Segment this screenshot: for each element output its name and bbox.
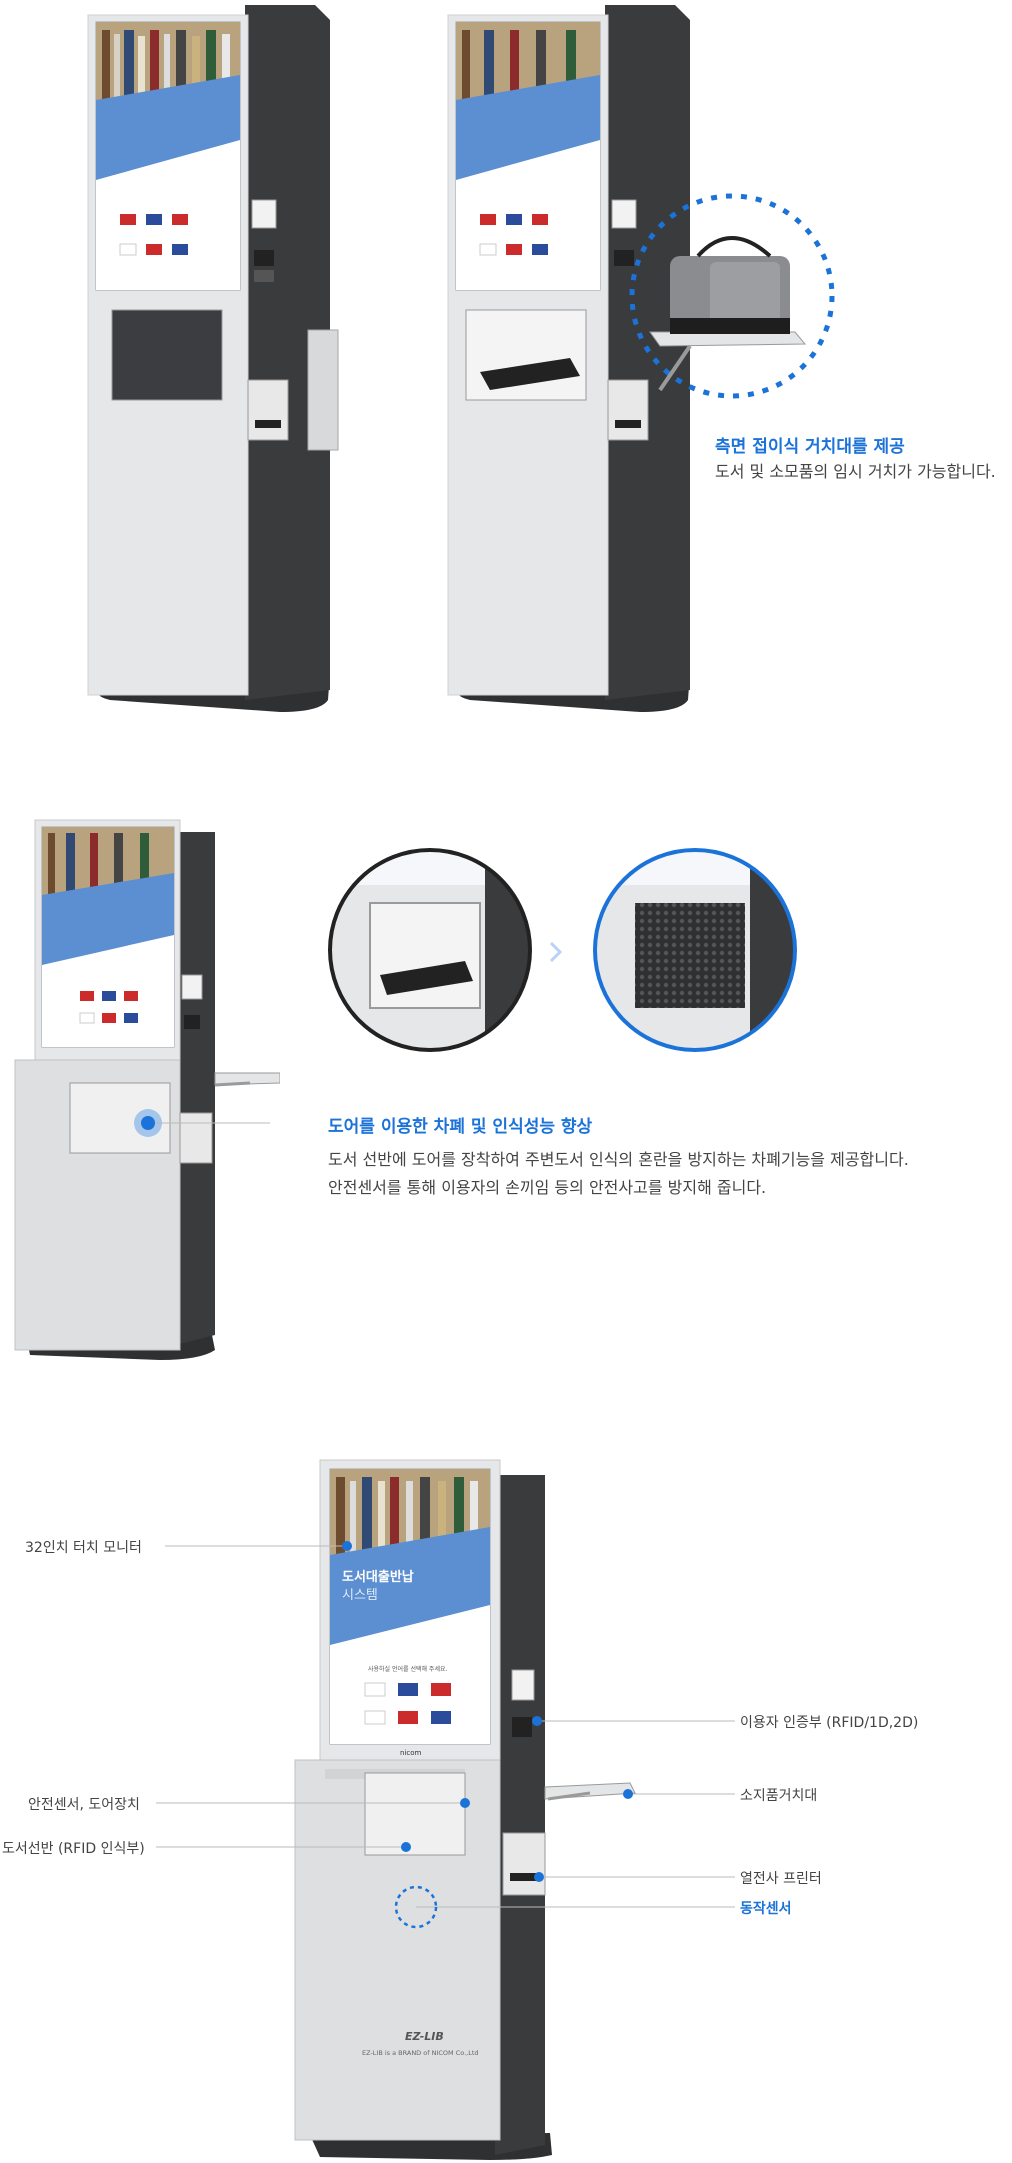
chevron-right-icon [549, 941, 563, 963]
section2-title: 도어를 이용한 차폐 및 인식성능 향상 [328, 1117, 593, 1137]
kiosk-annotated-illustration: 도서대출반납 시스템 사용하실 언어를 선택해 주세요. nicom EZ-LI… [294, 1459, 636, 2160]
label-shelf: 도서선반 (RFID 인식부) [2, 1841, 145, 1857]
screen-title-line2: 시스템 [342, 1588, 378, 1603]
label-motion-sensor: 동작센서 [740, 1901, 792, 1917]
label-monitor: 32인치 터치 모니터 [25, 1540, 142, 1556]
screen-brand: nicom [400, 1749, 422, 1757]
label-printer: 열전사 프린터 [740, 1871, 822, 1887]
folding-holder-bag-illustration [629, 193, 835, 399]
machine-tagline: EZ-LIB is a BRAND of NICOM Co.,Ltd [362, 2049, 479, 2057]
machine-logo: EZ-LIB [405, 2030, 444, 2043]
door-open-detail [328, 848, 532, 1052]
section2-line-2: 안전센서를 통해 이용자의 손끼임 등의 안전사고를 방지해 줍니다. [328, 1178, 767, 1197]
screen-title-line1: 도서대출반납 [342, 1569, 414, 1585]
door-closed-detail [593, 848, 797, 1052]
kiosk-door-illustration [14, 819, 280, 1360]
section2-line-1: 도서 선반에 도어를 장착하여 주변도서 인식의 혼란을 방지하는 차폐기능을 … [328, 1150, 909, 1169]
section1-description: 도서 및 소모품의 임시 거치가 가능합니다. [715, 462, 996, 481]
dot-monitor [342, 1541, 352, 1551]
label-auth: 이용자 인증부 (RFID/1D,2D) [740, 1715, 919, 1731]
kiosk-illustration-2 [447, 5, 690, 712]
label-safety-sensor: 안전센서, 도어장치 [28, 1797, 140, 1813]
screen-prompt: 사용하실 언어를 선택해 주세요. [368, 1665, 447, 1673]
kiosk-illustration-1 [87, 5, 339, 712]
section1-title: 측면 접이식 거치대를 제공 [715, 437, 905, 457]
label-holder: 소지품거치대 [740, 1788, 818, 1804]
